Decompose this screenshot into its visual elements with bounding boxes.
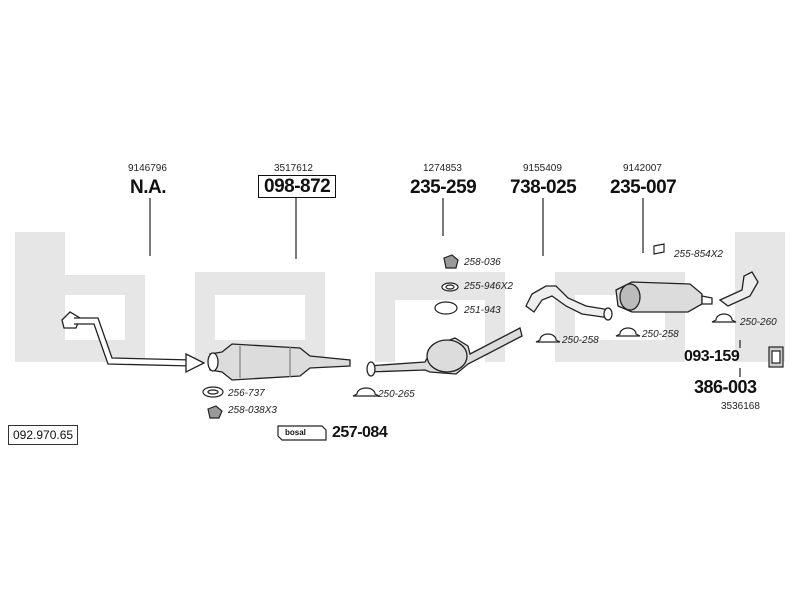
gaskets-and-clamps xyxy=(202,243,784,419)
center-muffler xyxy=(366,327,523,377)
oem-number-front-pipe: 9146796 xyxy=(128,163,167,174)
oem-number-intermediate-pipe: 9155409 xyxy=(523,163,562,174)
front-pipe xyxy=(61,311,206,374)
part-number-clamp: 093-159 xyxy=(684,348,740,365)
annotation-spring: 255-854X2 xyxy=(674,249,723,260)
leader-lines xyxy=(149,198,741,377)
oem-number-rear-muffler: 9142007 xyxy=(623,163,662,174)
part-number-mount: 386-003 xyxy=(694,377,757,397)
oem-number-mount: 3536168 xyxy=(721,401,760,412)
oem-number-center-muffler: 1274853 xyxy=(423,163,462,174)
part-number-center-muffler: 235-259 xyxy=(410,177,477,198)
kit-box xyxy=(277,425,327,441)
tail-pipe xyxy=(718,271,759,307)
reference-number: 092.970.65 xyxy=(8,425,79,445)
intermediate-pipe xyxy=(525,285,613,321)
part-number-intermediate-pipe: 738-025 xyxy=(510,177,577,198)
annotation-nut: 258-036 xyxy=(464,257,501,268)
part-number-catalytic-converter: 098-872 xyxy=(258,175,337,198)
annotation-gasket: 255-946X2 xyxy=(464,281,513,292)
brand-badge: bosal xyxy=(285,428,306,437)
part-number-rear-muffler: 235-007 xyxy=(610,177,677,198)
annotation-front-gasket: 256-737 xyxy=(228,388,265,399)
part-number-front-pipe: N.A. xyxy=(130,177,167,198)
annotation-clamp-b: 250-258 xyxy=(642,329,679,340)
annotation-ring: 251-943 xyxy=(464,305,501,316)
annotation-front-nut: 258-038X3 xyxy=(228,405,277,416)
oem-number-catalytic-converter: 3517612 xyxy=(274,163,313,174)
rear-muffler xyxy=(615,281,713,313)
annotation-clamp-c: 250-260 xyxy=(740,317,777,328)
annotation-mid-clamp: 250-265 xyxy=(378,389,415,400)
annotation-clamp-a: 250-258 xyxy=(562,335,599,346)
part-number-kit: 257-084 xyxy=(332,424,388,441)
catalytic-converter xyxy=(207,343,351,381)
